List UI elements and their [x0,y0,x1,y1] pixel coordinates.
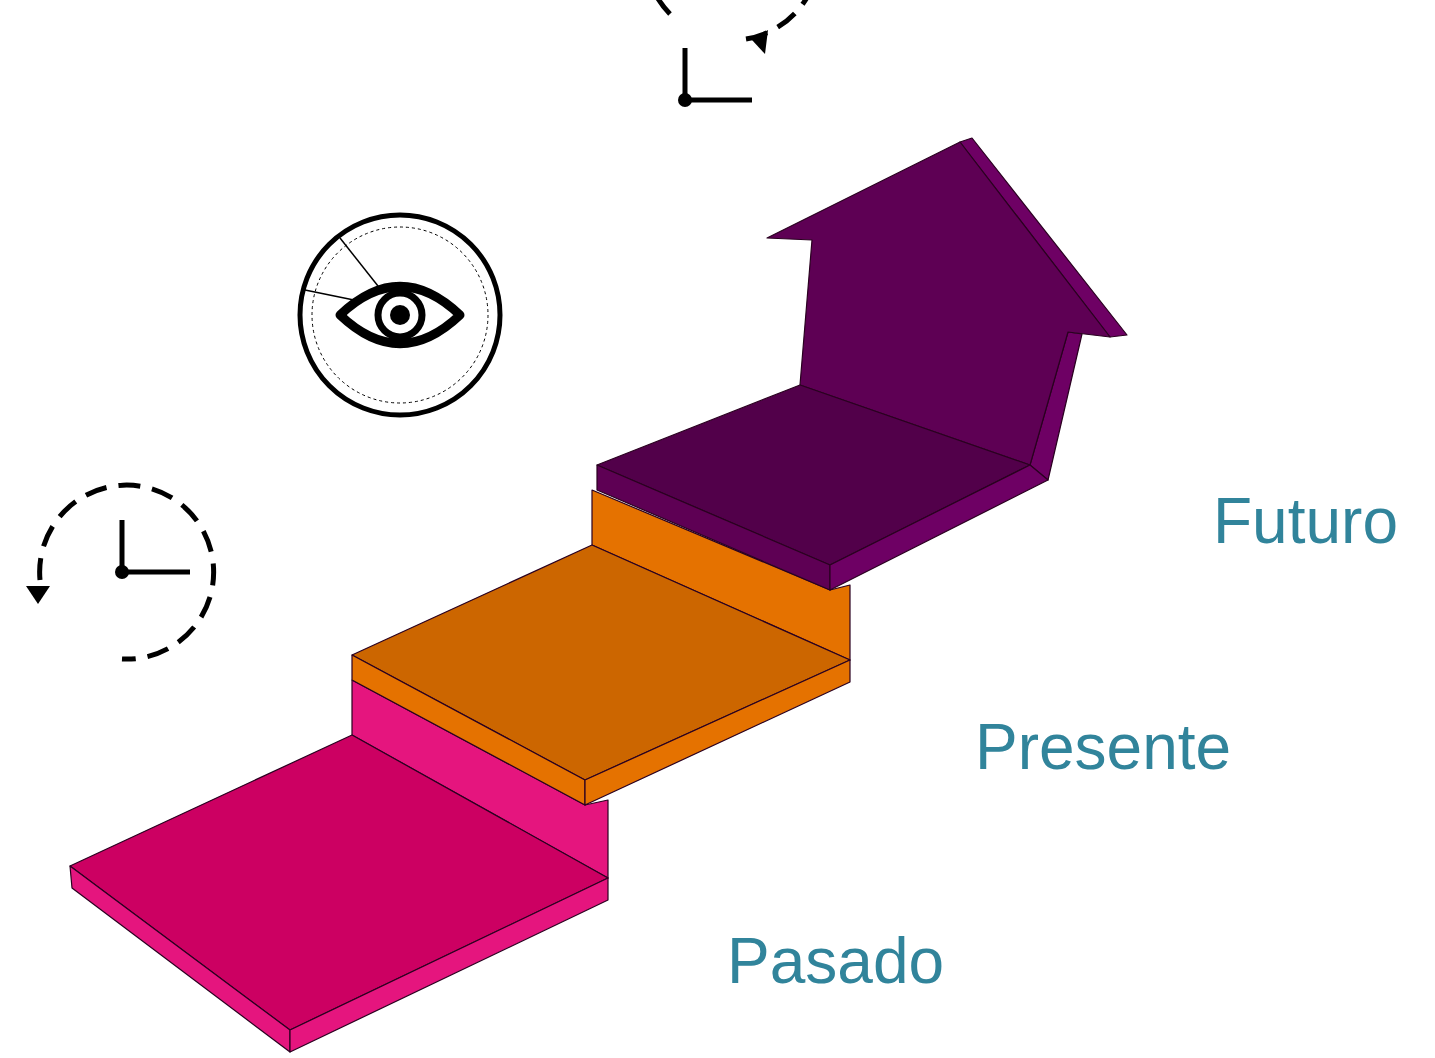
clock-arrowhead [752,30,768,54]
step-label: Pasado [727,929,944,993]
clock-hand [685,98,752,103]
future-clock-icon [645,0,819,107]
clock-hand [122,570,190,575]
purple-step-front [597,465,830,590]
purple-step-top [597,385,1030,565]
clock-dashed-arc [645,0,819,39]
eye-outer-circle [300,215,500,415]
pink-step-side [290,878,608,1052]
stairs [70,138,1127,1052]
clock-arrowhead [26,586,50,604]
orange-step-top [352,545,850,780]
clock-hand [120,520,125,572]
past-clock-icon [26,485,214,659]
clock-hand [683,48,688,100]
clock-center [678,93,692,107]
pink-step-front [70,866,290,1052]
purple-step-side [830,465,1048,590]
step-label: Futuro [1213,489,1398,553]
step-label: Presente [975,715,1231,779]
orange-step-side [585,660,850,805]
orange-step-front [352,655,585,805]
pink-step-top [70,735,608,1030]
eye-icon [300,215,500,415]
clock-dashed-arc [40,485,214,659]
eye-pupil [390,305,410,325]
eye-shape [340,287,460,344]
eye-inner-circle [312,227,488,403]
clock-center [115,565,129,579]
eye-iris [378,293,422,337]
